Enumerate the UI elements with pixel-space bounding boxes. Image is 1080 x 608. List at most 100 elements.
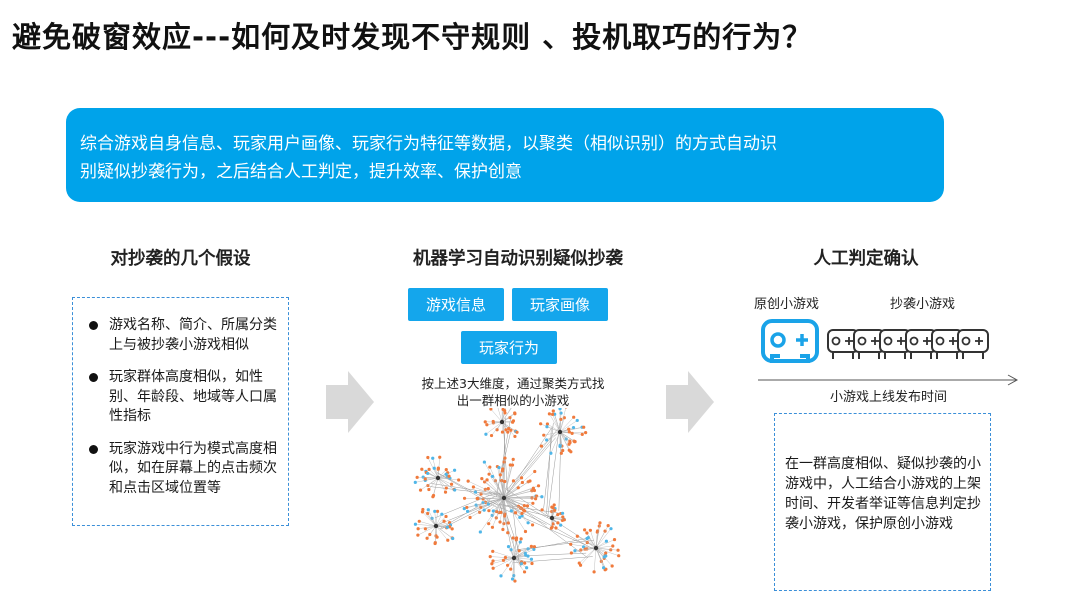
graph-node — [491, 421, 495, 425]
list-item: 玩家群体高度相似，如性别、年龄段、地域等人口属性指标 — [89, 368, 280, 427]
graph-node — [506, 531, 510, 535]
graph-node — [547, 412, 551, 416]
graph-edge — [434, 511, 437, 527]
graph-hub-node — [433, 523, 439, 529]
assumptions-box: 游戏名称、简介、所属分类上与被抄袭小游戏相似 玩家群体高度相似，如性别、年龄段、… — [72, 297, 289, 526]
graph-node — [584, 431, 588, 435]
original-game-label: 原创小游戏 — [754, 297, 820, 312]
graph-hub-node — [501, 495, 507, 501]
graph-node — [567, 448, 571, 452]
graph-node — [481, 501, 485, 505]
graph-edge — [484, 497, 505, 511]
graph-node — [499, 479, 504, 483]
graph-node — [513, 434, 517, 439]
graph-edge — [417, 525, 437, 536]
graph-edge — [559, 417, 574, 433]
graph-edge — [435, 522, 450, 527]
graph-node — [571, 425, 576, 430]
graph-node — [592, 570, 596, 574]
graph-node — [420, 510, 425, 514]
graph-node — [514, 536, 519, 540]
assumptions-heading: 对抄袭的几个假设 — [110, 249, 251, 269]
graph-node — [499, 574, 503, 578]
graph-node — [509, 567, 513, 571]
graph-edge — [580, 547, 597, 566]
graph-node — [491, 549, 495, 553]
graph-edge — [577, 536, 597, 549]
graph-node — [606, 524, 610, 528]
graph-edge — [513, 557, 516, 582]
graph-edge — [496, 503, 560, 514]
graph-node — [425, 511, 430, 516]
graph-edge — [503, 497, 509, 524]
graph-edge — [418, 525, 437, 529]
graph-node — [611, 544, 615, 548]
graph-node — [491, 566, 495, 570]
graph-edge — [500, 557, 515, 577]
graph-node — [503, 479, 507, 484]
graph-node — [552, 503, 556, 507]
graph-hub-node — [593, 545, 599, 551]
tag-player-profile: 玩家画像 — [512, 288, 608, 321]
graph-node — [612, 537, 617, 542]
graph-node — [531, 486, 535, 490]
graph-edge — [503, 490, 535, 499]
graph-node — [525, 504, 530, 508]
page-title: 避免破窗效应---如何及时发现不守规则 、投机取巧的行为？ — [12, 20, 813, 54]
graph-edge — [502, 439, 552, 499]
graph-edge — [513, 557, 525, 573]
graph-node — [478, 530, 482, 534]
graph-node — [575, 534, 579, 538]
gamepad-icon — [761, 319, 819, 363]
graph-node — [447, 474, 451, 478]
graph-edge — [503, 497, 523, 516]
graph-node — [498, 473, 502, 477]
graph-node — [426, 483, 430, 488]
graph-node — [581, 545, 586, 549]
graph-node — [531, 501, 535, 505]
graph-node — [567, 430, 571, 434]
graph-edge — [503, 488, 534, 499]
graph-edge — [492, 551, 515, 559]
judgment-text: 在一群高度相似、疑似抄袭的小游戏中，人工结合小游戏的上架时间、开发者举证等信息判… — [785, 456, 981, 532]
graph-edge — [507, 505, 547, 525]
graph-node — [561, 515, 565, 519]
graph-edge — [502, 468, 505, 499]
graph-edge — [428, 477, 439, 490]
graph-node — [502, 514, 507, 518]
graph-node — [559, 417, 563, 421]
graph-node — [558, 444, 562, 448]
graph-node — [518, 540, 522, 544]
graph-node — [598, 521, 602, 525]
graph-edge — [501, 421, 518, 433]
graph-node — [520, 480, 525, 485]
graph-node — [501, 467, 505, 471]
graph-edge — [559, 431, 570, 451]
graph-node — [520, 511, 524, 515]
graph-node — [567, 442, 571, 446]
graph-node — [500, 430, 505, 434]
graph-node — [425, 536, 429, 540]
arrow-right-icon — [326, 371, 374, 433]
graph-node — [444, 514, 448, 519]
graph-edge — [435, 524, 451, 527]
graph-node — [443, 490, 448, 494]
graph-edge — [477, 497, 505, 499]
graph-node — [523, 551, 527, 555]
graph-node — [494, 509, 499, 514]
graph-node — [549, 451, 553, 455]
graph-node — [562, 518, 566, 522]
graph-node — [505, 563, 510, 567]
graph-edge — [503, 497, 525, 512]
graph-node — [532, 545, 537, 549]
graph-edge — [513, 557, 527, 568]
graph-edge — [559, 431, 570, 445]
graph-edge — [595, 525, 609, 549]
banner-line-2: 别疑似抄袭行为，之后结合人工判定，提升效率、保护创意 — [80, 162, 522, 182]
graph-edge — [417, 477, 439, 479]
graph-node — [485, 478, 489, 482]
graph-edge — [481, 478, 505, 499]
graph-edge — [503, 497, 512, 511]
graph-node — [602, 555, 606, 559]
graph-node — [513, 579, 517, 583]
